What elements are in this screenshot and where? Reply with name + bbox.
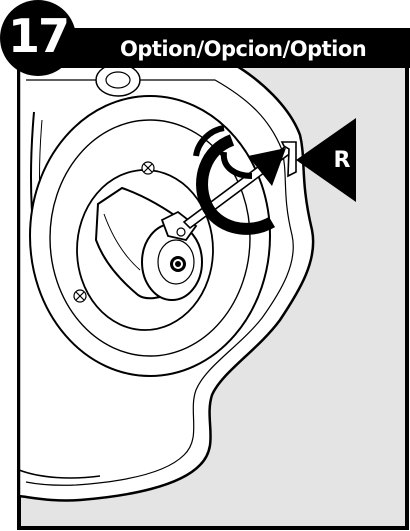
step-title: Option/Opcion/Option [120,37,367,61]
set-screw-tab [160,210,198,242]
cylinder-highlight [103,213,141,271]
rotation-arrow-icon [193,125,286,235]
set-screw [176,227,186,237]
plate-boss [95,63,141,97]
middle-ring [49,119,251,357]
screw-icon [141,161,155,175]
step-badge: 17 [0,0,76,76]
plate-boss-inner [105,71,131,89]
pointer-arrow-icon [296,118,356,202]
callout-letter: R [333,148,351,173]
screw-icon [73,289,87,303]
plate-bottom-edge [18,469,101,479]
header-bar [18,28,410,68]
cylinder-face-inner [157,239,195,285]
step-number: 17 [7,9,70,63]
threaded-hole-core [175,261,181,267]
